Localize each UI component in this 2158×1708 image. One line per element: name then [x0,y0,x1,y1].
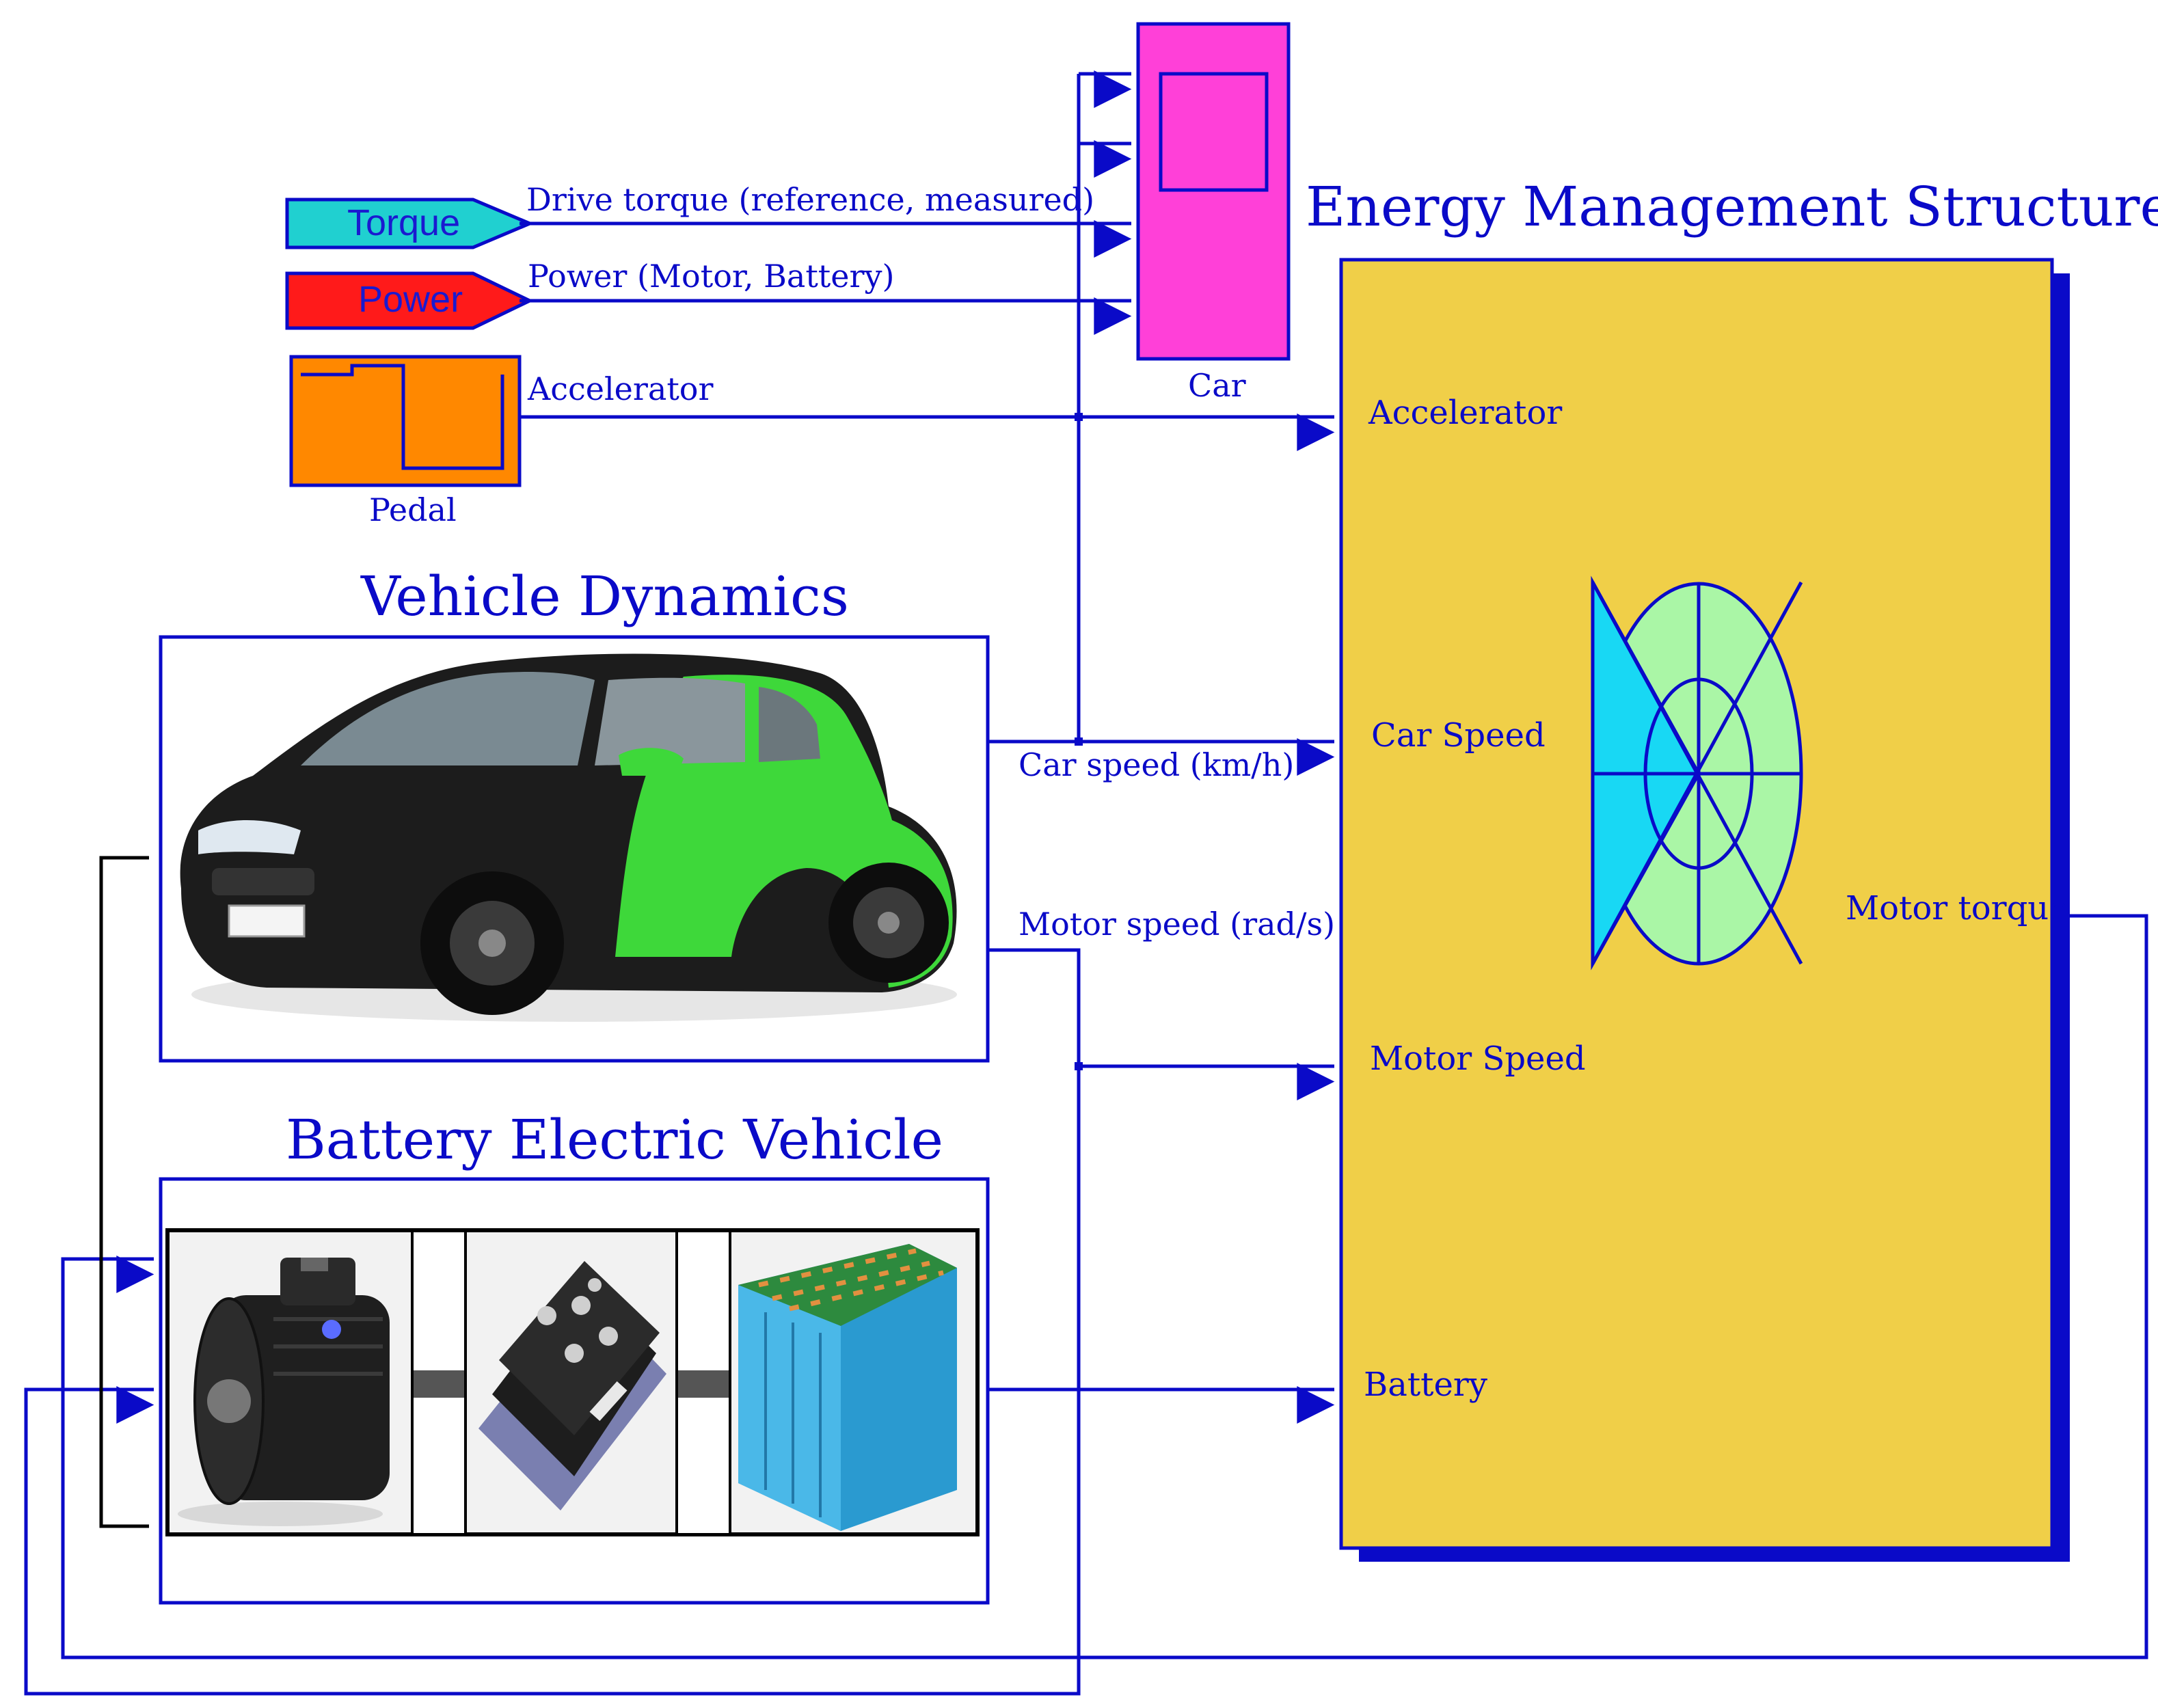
pedal-block-label: Pedal [369,491,457,528]
signal-car-speed-label: Car speed (km/h) [1019,746,1294,783]
bev-block[interactable] [159,1177,990,1605]
signal-motor-speed-label: Motor speed (rad/s) [1019,906,1335,943]
car-block-screen [1159,72,1269,192]
signal-accelerator-label: Accelerator [527,370,714,407]
ems-port-accelerator: Accelerator [1368,394,1562,432]
vehicle-dynamics-block[interactable] [159,635,990,1063]
ems-port-motor-speed: Motor Speed [1370,1040,1586,1078]
motor-controller-image [478,1261,666,1510]
ems-port-battery: Battery [1364,1366,1487,1404]
mechanical-link-bracket [99,856,149,1528]
power-tag-shape [285,271,534,330]
vehicle-dynamics-title: Vehicle Dynamics [360,565,849,628]
inverter-battery-connector [677,1370,730,1398]
pedal-signal-icon [301,364,504,470]
motor-inverter-connector [412,1370,466,1398]
junction-dots [1075,413,1083,1070]
electric-car-image [180,653,957,1022]
pedal-block[interactable] [289,355,522,487]
ems-port-car-speed: Car Speed [1371,716,1546,755]
ems-title: Energy Management Structure [1306,175,2158,239]
pedal-block-body[interactable] [289,355,522,487]
electric-motor-image [178,1258,390,1526]
battery-pack-image [738,1244,957,1531]
ems-port-motor-torque: Motor torque [1846,889,2068,927]
signal-power-label: Power (Motor, Battery) [528,258,894,295]
controller-icon [1591,575,1803,971]
power-tag-label: Power [358,279,463,320]
signal-lines [24,70,2148,1696]
signal-drive-torque-label: Drive torque (reference, measured) [526,181,1094,218]
car-block-label: Car [1188,367,1246,404]
car-scope-block[interactable] [1136,22,1291,361]
bev-title: Battery Electric Vehicle [286,1108,943,1171]
torque-goto-tag[interactable]: Torque [285,198,535,249]
torque-tag-shape [285,198,535,249]
torque-tag-label: Torque [347,202,460,243]
power-goto-tag[interactable]: Power [285,271,534,330]
